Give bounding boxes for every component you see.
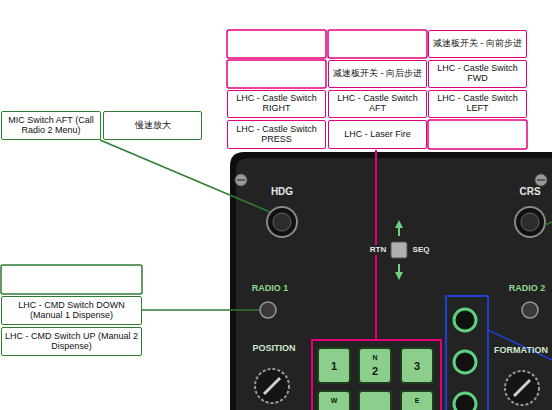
knob [515, 207, 545, 237]
callout-box: LHC - Castle Switch FWD [428, 60, 527, 88]
empty-cell [328, 30, 427, 58]
rotary-knob [255, 369, 289, 403]
keypad-button [401, 348, 433, 383]
panel-face [236, 158, 552, 410]
callout-text: LHC - Laser Fire [344, 130, 411, 140]
light-group-frame [446, 296, 488, 410]
leader-line [142, 309, 259, 311]
callout-text: LHC - Castle Switch AFT [332, 94, 423, 114]
keypad-button [359, 348, 391, 383]
arrow-stem [398, 228, 400, 236]
arrow-up [395, 220, 403, 228]
callout-box: LHC - Castle Switch AFT [328, 90, 427, 118]
callout-box: LHC - Castle Switch PRESS [227, 120, 326, 149]
knob-cap [273, 213, 291, 231]
panel-label: SEQ [413, 246, 430, 254]
indicator-light [454, 393, 476, 410]
indicator-light [454, 351, 476, 373]
empty-cell [227, 30, 326, 58]
keypad-button [318, 391, 350, 410]
knob-pointer [514, 380, 530, 396]
panel-label: E [415, 397, 420, 404]
radio-switch [260, 302, 276, 318]
rotary-knob [505, 371, 539, 405]
callout-text: 慢速放大 [135, 121, 171, 131]
callout-text: 减速板开关 - 向前步进 [433, 39, 522, 49]
panel-label: FORMATION [494, 346, 548, 355]
panel-label: N [372, 354, 377, 361]
callout-box: MIC Switch AFT (Call Radio 2 Menu) [1, 111, 101, 140]
arrow-down [395, 272, 403, 280]
knob [267, 207, 297, 237]
screw-slot [237, 179, 245, 181]
panel-label: RTN [368, 245, 388, 255]
panel-label: CRS [519, 187, 540, 197]
leader-line [488, 330, 552, 360]
toggle-switch [391, 242, 407, 258]
callout-text: MIC Switch AFT (Call Radio 2 Menu) [5, 116, 97, 136]
panel-label: W [331, 397, 338, 404]
callout-text: LHC - Castle Switch FWD [432, 64, 523, 84]
knob-cap [521, 213, 539, 231]
screw [235, 174, 247, 186]
empty-cell [1, 265, 142, 294]
callout-text: 减速板开关 - 向后步进 [333, 69, 422, 79]
callout-box: 慢速放大 [103, 111, 202, 140]
radio-switch [522, 302, 538, 318]
panel-label: 3 [414, 361, 420, 372]
panel-label: 1 [331, 361, 337, 372]
keypad-button [318, 348, 350, 383]
leader-line [545, 222, 552, 225]
panel-label: 2 [372, 366, 378, 377]
keypad-button [359, 391, 391, 410]
callout-text: LHC - Castle Switch PRESS [231, 125, 322, 145]
callout-text: LHC - CMD Switch UP (Manual 2 Dispense) [5, 332, 138, 352]
callout-box: 减速板开关 - 向后步进 [328, 60, 427, 88]
callout-box: LHC - CMD Switch UP (Manual 2 Dispense) [1, 327, 142, 356]
callout-box: LHC - CMD Switch DOWN (Manual 1 Dispense… [1, 296, 142, 325]
panel-label: POSITION [252, 344, 295, 353]
screw [535, 174, 547, 186]
panel-housing [230, 152, 552, 410]
panel-label: HDG [271, 187, 293, 197]
callout-text: LHC - CMD Switch DOWN (Manual 1 Dispense… [5, 301, 138, 321]
screw-slot [537, 179, 545, 181]
callout-text: LHC - Castle Switch RIGHT [231, 94, 322, 114]
leader-line [100, 140, 270, 212]
callout-box: LHC - Laser Fire [328, 120, 427, 149]
arrow-stem [398, 264, 400, 272]
empty-cell [428, 120, 527, 149]
panel-label: RADIO 2 [509, 284, 546, 293]
callout-box: 减速板开关 - 向前步进 [428, 30, 527, 58]
callout-box: LHC - Castle Switch LEFT [428, 90, 527, 118]
keypad-button [401, 391, 433, 410]
empty-cell [227, 60, 326, 88]
knob-pointer [264, 378, 280, 394]
panel-label: RADIO 1 [252, 284, 289, 293]
callout-text: LHC - Castle Switch LEFT [432, 94, 523, 114]
callout-box: LHC - Castle Switch RIGHT [227, 90, 326, 118]
indicator-light [454, 309, 476, 331]
